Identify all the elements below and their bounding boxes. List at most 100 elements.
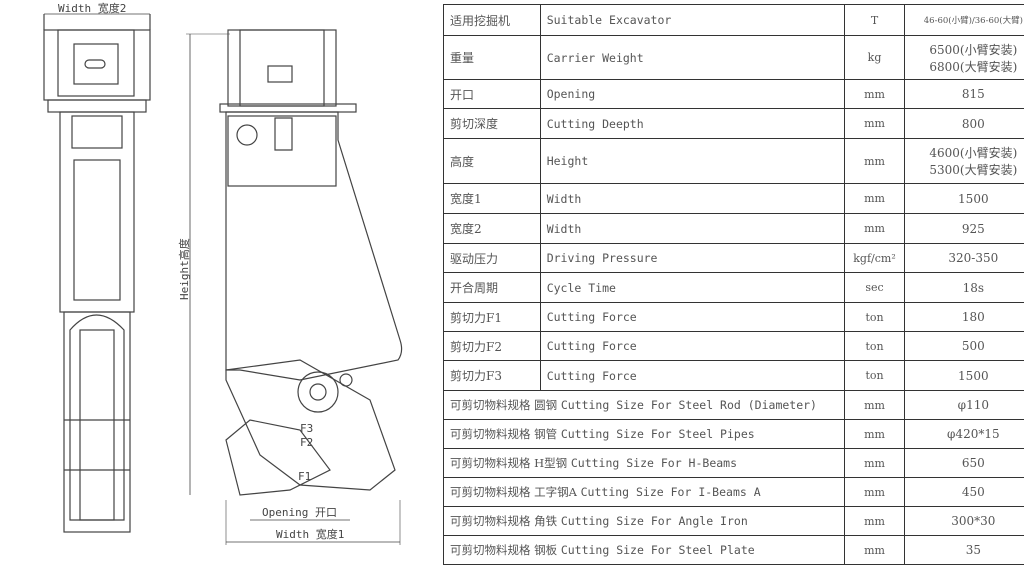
material-unit: mm (844, 506, 905, 536)
material-unit: mm (844, 390, 905, 420)
param-value: 6500(小臂安装) 6800(大臂安装) (903, 35, 1024, 80)
param-cn: 高度 (443, 138, 541, 184)
param-cn: 开口 (443, 79, 541, 109)
param-value: 800 (903, 108, 1024, 139)
param-en: Width (539, 213, 846, 244)
param-unit: kg (844, 35, 905, 80)
param-unit: mm (844, 183, 905, 214)
value-line: 1500 (958, 368, 989, 383)
param-en: Cutting Deepth (539, 108, 846, 139)
value-line: 800 (961, 116, 985, 131)
material-en: Cutting Size For H-Beams (570, 456, 738, 470)
material-en: Cutting Size For Steel Plate (560, 543, 755, 557)
param-value: 46-60(小臂)/36-60(大臂) (903, 4, 1024, 36)
material-en: Cutting Size For Steel Pipes (560, 427, 755, 441)
param-en: Driving Pressure (539, 243, 846, 273)
param-en: Opening (539, 79, 846, 109)
param-value: 4600(小臂安装) 5300(大臂安装) (903, 138, 1024, 184)
material-desc: 可剪切物料规格 工字钢A Cutting Size For I-Beams A (442, 477, 846, 507)
param-unit: ton (844, 360, 905, 391)
force-label-f1: F1 (298, 470, 311, 483)
value-line: 500 (961, 339, 985, 353)
material-cn: 可剪切物料规格 H型钢 (450, 456, 568, 470)
param-value: 320-350 (903, 243, 1024, 273)
param-en: Cutting Force (539, 331, 846, 361)
param-unit: mm (844, 138, 905, 184)
material-unit: mm (844, 419, 905, 449)
material-desc: 可剪切物料规格 圆钢 Cutting Size For Steel Rod (D… (442, 390, 846, 420)
material-value: 450 (903, 477, 1024, 507)
front-width-label: Width 宽度2 (58, 1, 126, 15)
param-value: 180 (903, 302, 1024, 332)
value-line: 5300(大臂安装) (929, 163, 1018, 177)
value-line: 1500 (958, 191, 989, 206)
material-value: φ110 (903, 390, 1024, 420)
material-unit: mm (844, 477, 905, 507)
param-cn: 宽度1 (443, 183, 541, 214)
param-unit: mm (844, 79, 905, 109)
material-cn: 可剪切物料规格 钢板 (450, 543, 558, 557)
value-line: 6500(小臂安装) (929, 42, 1018, 57)
param-unit: T (844, 4, 905, 36)
material-en: Cutting Size For I-Beams A (580, 485, 761, 499)
param-unit: mm (844, 213, 905, 244)
value-line: 320-350 (948, 251, 999, 265)
param-en: Cutting Force (539, 302, 846, 332)
material-row: 可剪切物料规格 钢板 Cutting Size For Steel Plate m… (442, 535, 1024, 565)
param-value: 500 (903, 331, 1024, 361)
material-cn: 可剪切物料规格 钢管 (450, 427, 558, 441)
param-cn: 剪切力F3 (443, 360, 541, 391)
material-row: 可剪切物料规格 圆钢 Cutting Size For Steel Rod (D… (442, 390, 1024, 420)
material-en: Cutting Size For Steel Rod (Diameter) (560, 398, 817, 412)
material-desc: 可剪切物料规格 角铁 Cutting Size For Angle Iron (442, 506, 846, 536)
param-unit: mm (844, 108, 905, 139)
value-line: 6800(大臂安装) (929, 59, 1018, 74)
value-line: 18s (962, 280, 985, 295)
material-en: Cutting Size For Angle Iron (560, 514, 748, 528)
param-en: Height (539, 138, 846, 184)
material-row: 可剪切物料规格 钢管 Cutting Size For Steel Pipes m… (442, 419, 1024, 449)
value-line: 180 (961, 310, 985, 324)
height-label: Height高度 (177, 238, 191, 300)
value-line: 4600(小臂安装) (929, 146, 1018, 160)
value-line: 925 (961, 221, 985, 236)
param-value: 815 (903, 79, 1024, 109)
param-unit: ton (844, 302, 905, 332)
param-cn: 开合周期 (443, 272, 541, 303)
material-desc: 可剪切物料规格 H型钢 Cutting Size For H-Beams (442, 448, 846, 478)
param-unit: ton (844, 331, 905, 361)
force-label-f3: F3 (300, 422, 313, 435)
param-value: 1500 (903, 183, 1024, 214)
front-view: Width 宽度2 (43, 1, 151, 533)
param-en: Cutting Force (539, 360, 846, 391)
side-view: Height高度 F3 F2 F1 Opening 开口 Width 宽度1 (177, 29, 403, 545)
material-cn: 可剪切物料规格 工字钢A (450, 485, 577, 499)
param-value: 1500 (903, 360, 1024, 391)
param-unit: kgf/cm² (844, 243, 905, 273)
material-unit: mm (844, 535, 905, 565)
technical-drawing: Width 宽度2 Height高度 F3 F2 F1 (43, 1, 403, 545)
param-cn: 剪切深度 (443, 108, 541, 139)
material-unit: mm (844, 448, 905, 478)
material-value: 35 (903, 535, 1024, 565)
param-cn: 重量 (443, 35, 541, 80)
material-cn: 可剪切物料规格 圆钢 (450, 398, 558, 412)
value-line: 815 (961, 87, 985, 101)
material-value: 300*30 (903, 506, 1024, 536)
param-cn: 宽度2 (443, 213, 541, 244)
